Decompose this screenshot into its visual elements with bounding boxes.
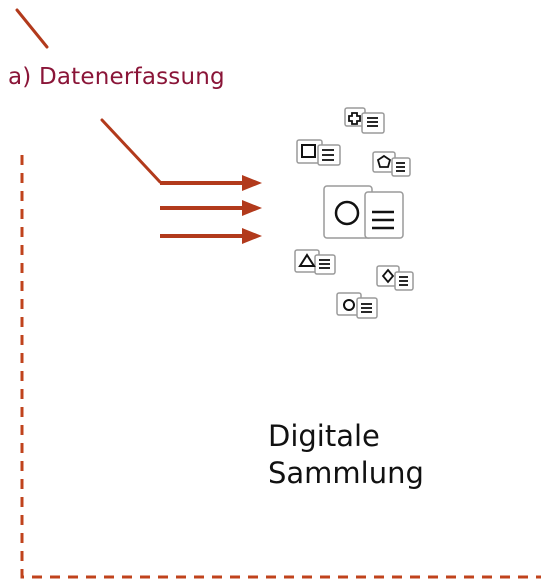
- collection-label-line2: Sammlung: [268, 456, 424, 490]
- circle-shape-record-small-icon: [336, 292, 378, 319]
- collection-label-line1: Digitale: [268, 419, 380, 453]
- dashed-border: [20, 155, 541, 579]
- step-label: a) Datenerfassung: [8, 64, 225, 90]
- input-arrows: [160, 175, 262, 244]
- arrow-1: [160, 175, 262, 191]
- circle-shape-record-large-icon: [323, 185, 404, 239]
- connector-line: [100, 118, 162, 184]
- square-shape-record-icon: [296, 139, 341, 166]
- record-cards: [294, 107, 414, 319]
- triangle-shape-record-icon: [294, 249, 336, 275]
- cross-shape-record-icon: [344, 107, 385, 134]
- arrow-2: [160, 200, 262, 216]
- diagonal-line: [15, 8, 49, 49]
- collection-label: Digitale Sammlung: [268, 418, 424, 492]
- arrow-3: [160, 228, 262, 244]
- pentagon-shape-record-icon: [372, 151, 411, 177]
- diamond-shape-record-icon: [376, 265, 414, 291]
